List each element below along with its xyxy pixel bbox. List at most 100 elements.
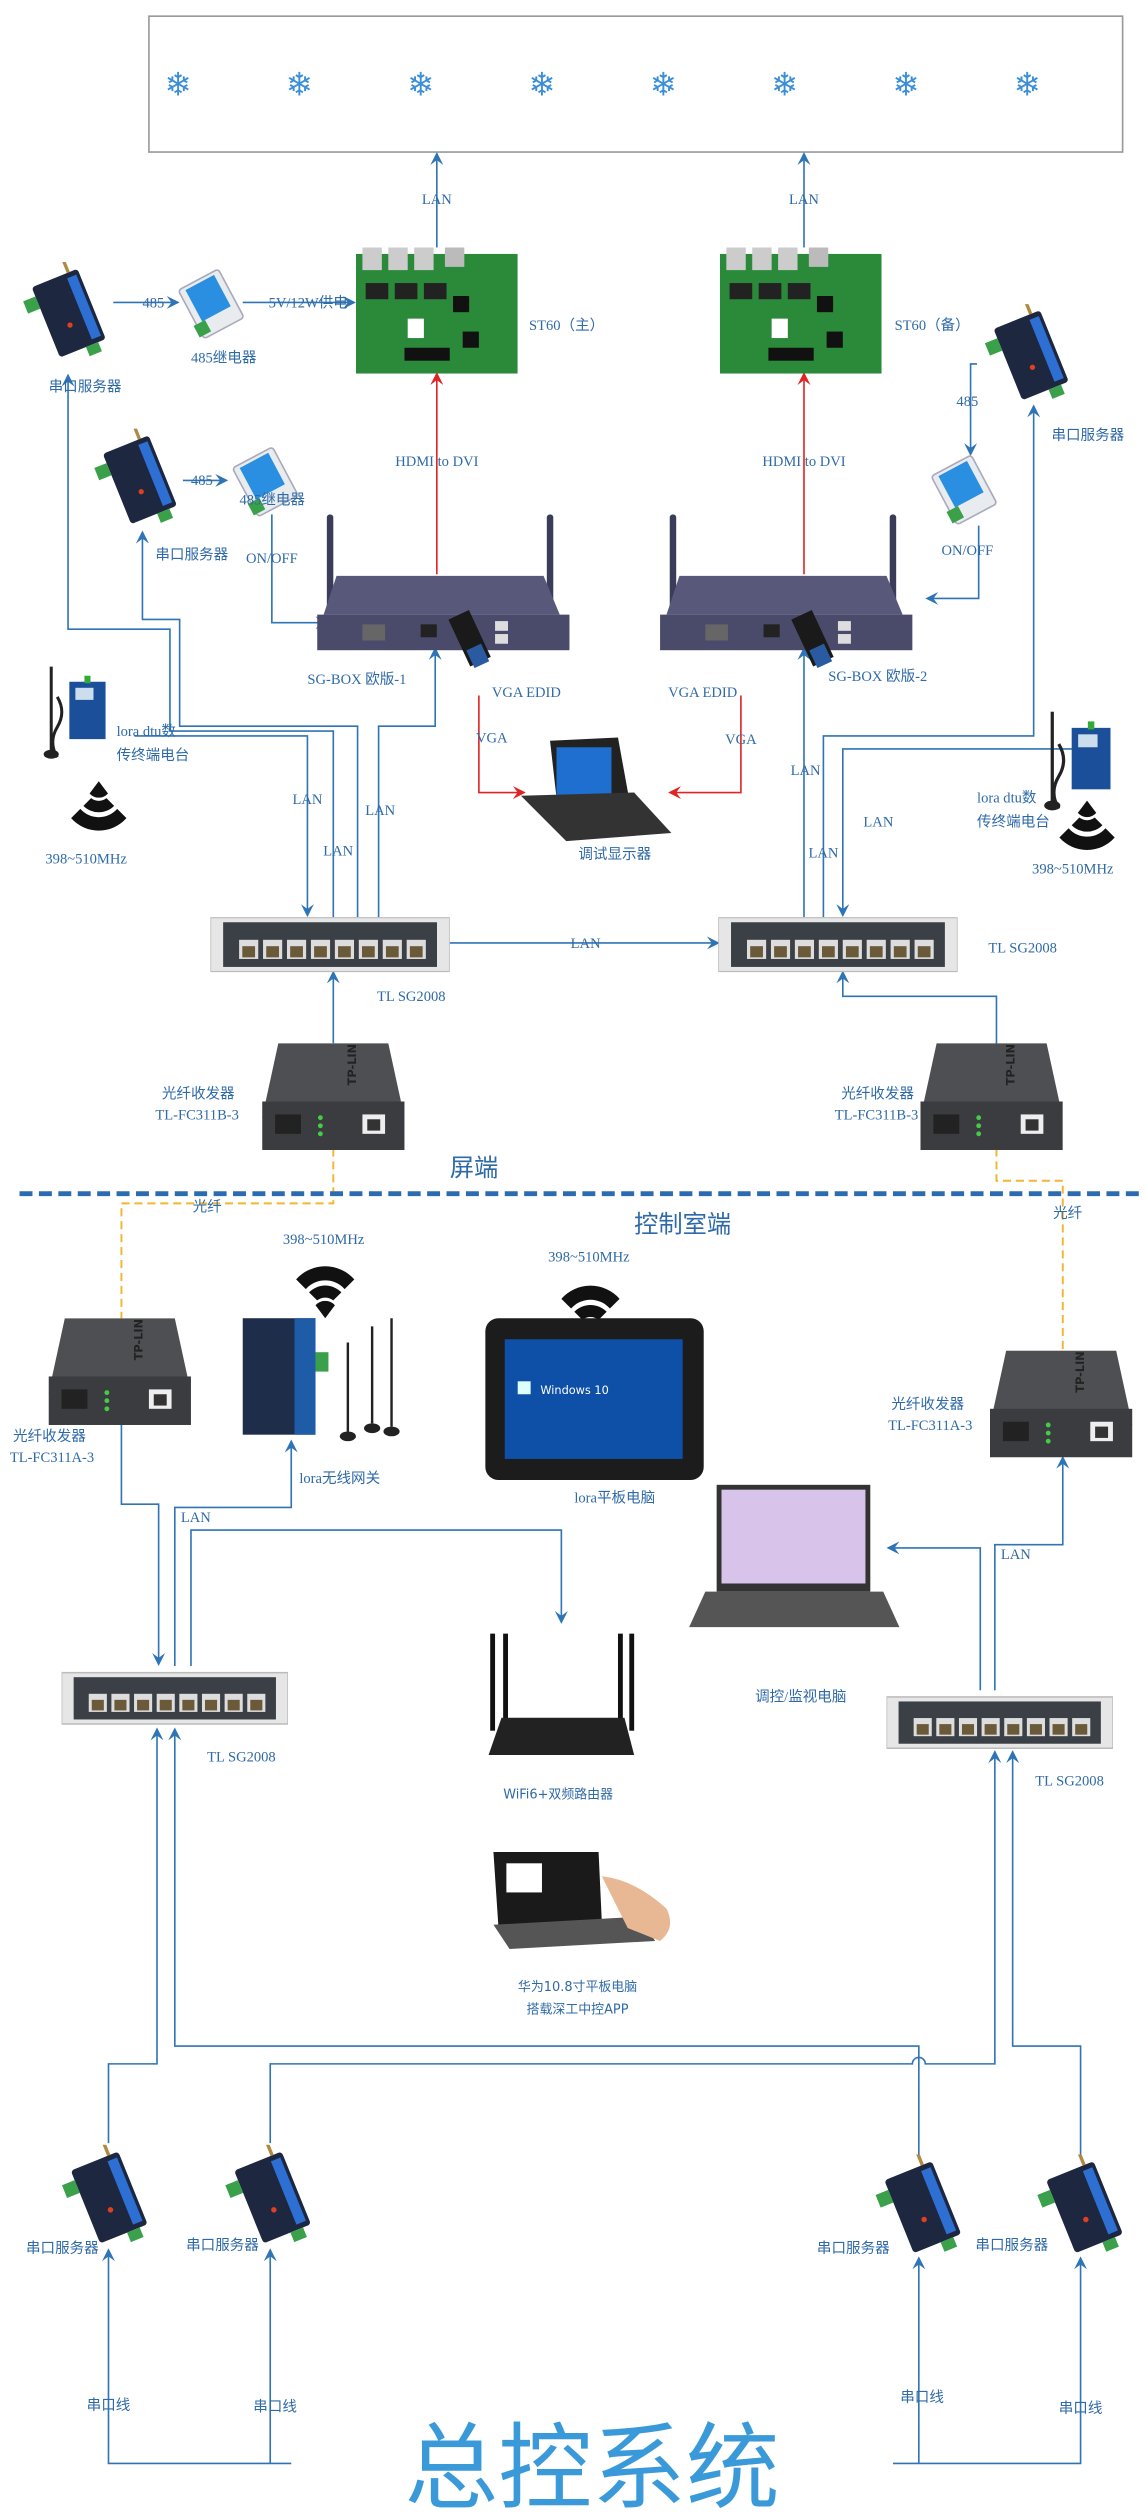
switch-tl-sg2008 [886,1696,1113,1750]
sgbox-player-1 [317,514,570,669]
serial-server-device [22,262,112,366]
led-display-panel: ❄ ❄ ❄ ❄ ❄ ❄ ❄ ❄ [148,15,1124,153]
serial-cable-label: 串口线 [1059,2400,1103,2417]
switch-label: TL SG2008 [988,941,1057,957]
switch-label: TL SG2008 [377,989,446,1005]
switch-tl-sg2008 [718,917,958,973]
frequency-label: 398~510MHz [283,1232,365,1248]
sgbox-2-label: SG-BOX 欧版-2 [828,668,927,685]
rs485-label: 485 [956,394,978,410]
hdmi-to-dvi-label: HDMI to DVI [762,454,845,470]
lora-dtu-radio [42,665,108,761]
fiber-transceiver-label: 光纤收发器 [13,1428,86,1445]
serial-server-device [93,428,183,533]
vga-edid-label: VGA EDID [492,685,561,701]
tablet-os-text: Windows 10 [540,1383,609,1397]
frequency-label: 398~510MHz [548,1250,630,1266]
vga-label: VGA [725,732,757,748]
snowflake-icon: ❄ [892,65,919,103]
serial-server-label: 串口服务器 [975,2237,1048,2254]
lan-label: LAN [791,763,821,779]
fiber-transceiver-fc311a [48,1318,191,1425]
lan-label: LAN [571,936,601,952]
lan-label: LAN [365,803,395,819]
snowflake-icon: ❄ [407,65,434,103]
lan-label: LAN [181,1510,211,1526]
lora-gateway-label: lora无线网关 [299,1470,380,1487]
fiber-label: 光纤 [1053,1205,1082,1222]
switch-label: TL SG2008 [1035,1774,1104,1790]
fiber-model-label: TL-FC311B-3 [835,1107,919,1123]
fiber-transceiver-fc311b [920,1043,1063,1151]
wifi-signal-icon [71,781,127,831]
fiber-transceiver-fc311a [989,1350,1133,1458]
fiber-model-label: TL-FC311A-3 [10,1450,94,1466]
snowflake-icon: ❄ [650,65,677,103]
lora-tablet-label: lora平板电脑 [574,1489,655,1507]
relay-485-device [927,454,998,526]
rs485-label: 485 [191,473,213,489]
on-off-label: ON/OFF [941,543,993,559]
fiber-transceiver-label: 光纤收发器 [891,1396,964,1413]
st60-main-controller-board [355,247,518,374]
frequency-label: 398~510MHz [1032,861,1114,877]
screen-side-section-label: 屏端 [450,1153,499,1182]
lora-dtu-radio [1042,711,1113,813]
serial-cable-label: 串口线 [87,2397,131,2414]
vga-label: VGA [476,730,508,746]
master-control-system-title: 总控系统 [404,2415,779,2520]
router-label: WiFi6+双频路由器 [503,1787,613,1803]
fiber-transceiver-label: 光纤收发器 [162,1085,235,1102]
snowflake-icon: ❄ [164,65,191,103]
control-room-connections [102,1423,1088,2465]
fiber-transceiver-fc311b [262,1043,405,1151]
sgbox-1-label: SG-BOX 欧版-1 [307,671,406,688]
switch-label: TL SG2008 [207,1749,276,1765]
snowflake-icon: ❄ [528,65,555,103]
st60-backup-controller-board [719,247,882,374]
lora-dtu-label: lora dtu数 [117,723,177,740]
hdmi-to-dvi-label: HDMI to DVI [395,454,478,470]
wifi6-router [488,1633,635,1755]
monitor-pc-label: 调控/监视电脑 [755,1689,846,1706]
st60-main-label: ST60（主） [529,317,604,334]
serial-server-label: 串口服务器 [26,2240,99,2257]
fiber-label: 光纤 [193,1198,222,1215]
rs485-label: 485 [142,295,164,311]
lan-label: LAN [863,815,893,831]
lora-dtu-label: lora dtu数 [977,789,1037,806]
frequency-label: 398~510MHz [45,852,127,868]
serial-server-label: 串口服务器 [817,2240,890,2257]
serial-cable-label: 串口线 [900,2389,944,2406]
lora-dtu-label: 传终端电台 [117,747,190,764]
on-off-label: ON/OFF [246,551,298,567]
wifi-signal-icon [1059,800,1115,851]
lan-label: LAN [789,192,819,208]
st60-backup-label: ST60（备） [895,317,970,334]
fiber-transceiver-label: 光纤收发器 [841,1085,914,1102]
lora-dtu-label: 传终端电台 [977,814,1050,831]
control-room-labels: 控制室端 398~510MHz 398~510MHz 光纤收发器 TL-FC31… [10,1210,1104,2418]
huawei-tablet-label: 华为10.8寸平板电脑 [518,1980,637,1995]
lan-label: LAN [323,844,353,860]
lan-label: LAN [808,845,838,861]
snowflake-icon: ❄ [771,65,798,103]
sgbox-player-2 [660,514,913,669]
monitoring-laptop [689,1484,900,1628]
wifi-signal-icon [296,1266,355,1319]
relay-485-device [174,268,245,340]
snowflake-icon: ❄ [1014,65,1041,103]
fiber-model-label: TL-FC311B-3 [155,1107,239,1123]
control-room-section-label: 控制室端 [634,1210,731,1239]
serial-server-label: 串口服务器 [155,547,228,564]
screen-side-labels: LAN LAN ST60（主） ST60（备） HDMI to DVI HDMI… [45,192,1124,1222]
snowflake-icon: ❄ [286,65,313,103]
switch-tl-sg2008 [61,1671,289,1725]
serial-server-label: 串口服务器 [186,2237,259,2254]
lan-label: LAN [1001,1547,1031,1563]
serial-server-label: 串口服务器 [49,378,122,395]
debug-monitor-label: 调试显示器 [578,846,651,863]
serial-server-label: 串口服务器 [1051,427,1124,444]
switch-tl-sg2008 [210,917,450,973]
